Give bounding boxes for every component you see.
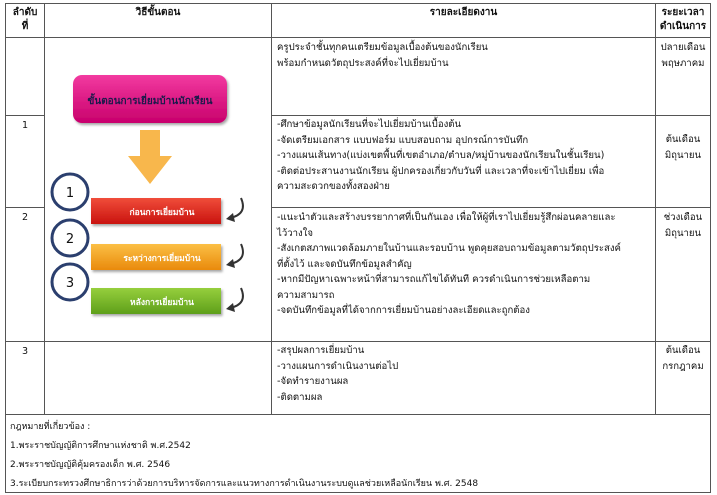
law-item: 3.ระเบียบกระทรวงศึกษาธิการว่าด้วยการบริห… (10, 479, 479, 489)
row-0-time: ปลายเดือน พฤษภาคม (660, 42, 706, 69)
step-1-number-circle (50, 172, 90, 212)
diagram-title: ขั้นตอนการเยี่ยมบ้านนักเรียน (88, 93, 213, 107)
row-1-details: -ศึกษาข้อมูลนักเรียนที่จะไปเยี่ยมบ้านเบื… (277, 119, 605, 192)
step-1-label: ก่อนการเยี่ยมบ้าน (130, 205, 195, 218)
header-col-time: ระยะเวลา ดำเนินการ (659, 7, 707, 32)
row-3-details: -สรุปผลการเยี่ยมบ้าน -วางแผนการดำเนินงาน… (277, 345, 399, 403)
row-0-details: ครูประจำชั้นทุกคนเตรียมข้อมูลเบื้องต้นขอ… (277, 42, 488, 69)
step-3-bar (91, 288, 221, 314)
step-1-number: 1 (66, 186, 74, 201)
step-2-number: 2 (66, 232, 74, 247)
row-1-time: ต้นเดือน มิถุนายน (664, 134, 702, 161)
down-arrow-icon (128, 130, 172, 184)
laws-heading: กฎหมายที่เกี่ยวข้อง : (10, 422, 91, 432)
diagram-svg: ขั้นตอนการเยี่ยมบ้านนักเรียน ก่อนการเยี่… (50, 75, 244, 314)
step-1-bar (91, 198, 221, 224)
row-2-details: -แนะนำตัวและสร้างบรรยากาศที่เป็นกันเอง เ… (277, 212, 621, 316)
law-item: 2.พระราชบัญญัติคุ้มครองเด็ก พ.ศ. 2546 (10, 460, 171, 470)
related-laws: กฎหมายที่เกี่ยวข้อง : 1.พระราชบัญญัติการ… (10, 418, 705, 494)
home-visit-process-diagram: ขั้นตอนการเยี่ยมบ้านนักเรียน ก่อนการเยี่… (45, 38, 271, 341)
step-2-label: ระหว่างการเยี่ยมบ้าน (123, 251, 201, 264)
step-3-number: 3 (66, 276, 74, 291)
law-item: 1.พระราชบัญญัติการศึกษาแห่งชาติ พ.ศ.2542 (10, 441, 191, 451)
row-no-3: 3 (21, 346, 29, 357)
header-col-detail: รายละเอียดงาน (429, 7, 498, 18)
step-2-bar (91, 244, 221, 270)
row-2-time: ช่วงเดือน มิถุนายน (663, 212, 703, 239)
row-3-time: ต้นเดือน กรกฎาคม (662, 345, 704, 372)
row-no-2: 2 (21, 212, 29, 223)
step-3-label: หลังการเยี่ยมบ้าน (130, 295, 194, 308)
step-3-number-circle (50, 262, 90, 302)
header-col-method: วิธีขั้นตอน (135, 7, 181, 18)
row-no-1: 1 (21, 120, 29, 131)
header-col-no: ลำดับ ที่ (12, 7, 38, 32)
diagram-title-box (73, 75, 227, 123)
step-2-number-circle (50, 218, 90, 258)
